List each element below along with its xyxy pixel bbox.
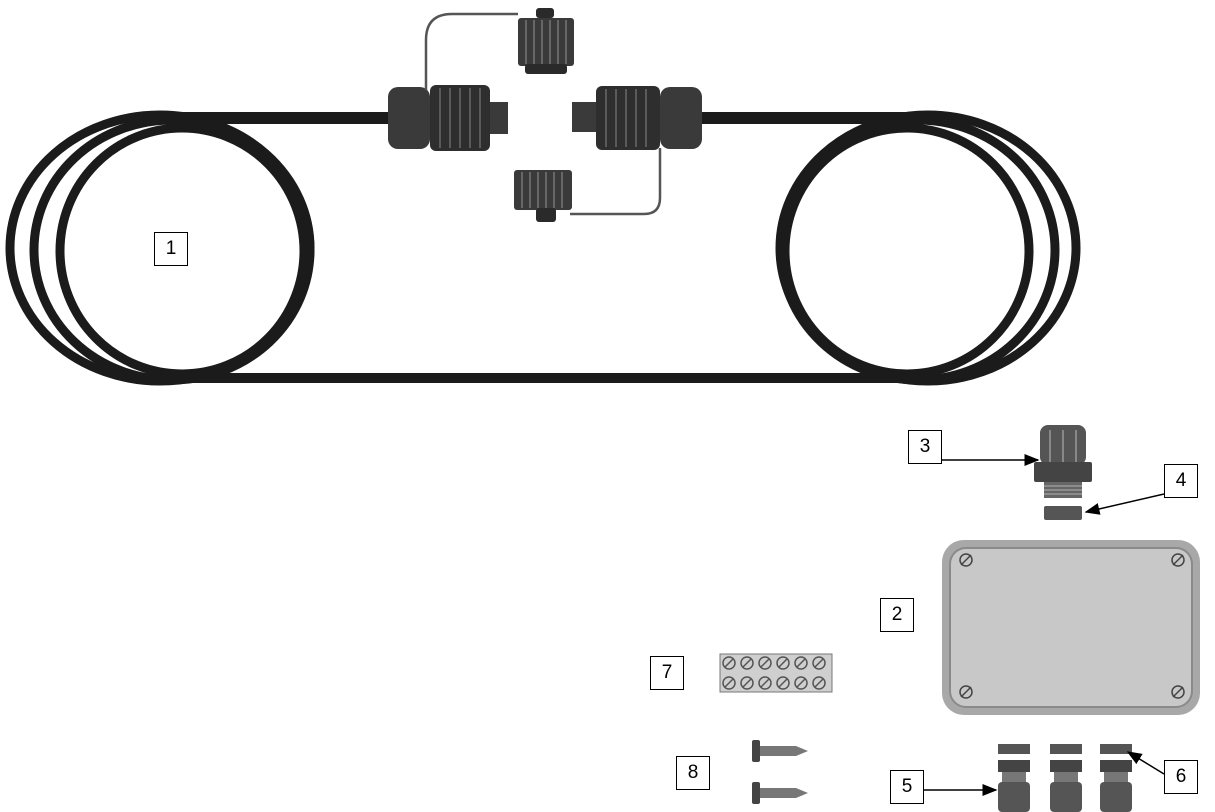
terminal-strip (719, 653, 833, 693)
connector-left-boot (388, 87, 430, 149)
terminal-screw (794, 676, 808, 690)
terminal-screw-slot (724, 658, 734, 668)
arrow-6 (1126, 751, 1165, 775)
cable-glands-small (998, 760, 1132, 812)
terminal-screw (758, 656, 772, 670)
cap-top (518, 8, 574, 74)
right-loop-inner (780, 123, 1034, 379)
connector-right (570, 86, 702, 216)
arrow-4 (1084, 493, 1165, 515)
terminal-screw-slot (778, 678, 788, 688)
callout-1: 1 (154, 232, 188, 266)
cap-bottom (514, 170, 572, 222)
terminal-screw (740, 656, 754, 670)
terminal-screw-slot (742, 678, 752, 688)
terminal-screw-slot (760, 658, 770, 668)
connector-left (388, 12, 518, 151)
connector-left-pin (490, 102, 508, 134)
junction-box (942, 540, 1200, 715)
terminal-screw (812, 676, 826, 690)
callout-3: 3 (908, 430, 942, 464)
gland-nut-large (1044, 506, 1082, 520)
terminal-screw (776, 656, 790, 670)
terminal-screw-slot (796, 658, 806, 668)
terminal-screw (722, 676, 736, 690)
terminal-screw (794, 656, 808, 670)
terminal-screw (776, 676, 790, 690)
callout-7: 7 (650, 656, 684, 690)
callout-5: 5 (890, 770, 924, 804)
box-screws (959, 553, 1185, 699)
terminal-screw (812, 656, 826, 670)
screws (752, 740, 808, 804)
terminal-screw-slot (724, 678, 734, 688)
cable-gland-large (1034, 425, 1092, 498)
terminal-screw-slot (814, 658, 824, 668)
lanyard-left (424, 12, 518, 90)
callout-arrows (924, 454, 1165, 796)
terminal-screw-slot (778, 658, 788, 668)
gland-nuts-small (998, 744, 1132, 754)
terminal-screw-slot (796, 678, 806, 688)
cable-coil (5, 110, 1081, 386)
callout-4: 4 (1164, 464, 1198, 498)
terminal-screw-slot (814, 678, 824, 688)
terminal-screw-slot (742, 658, 752, 668)
terminal-screw (722, 656, 736, 670)
terminal-screw (758, 676, 772, 690)
terminal-screw-slot (760, 678, 770, 688)
callout-8: 8 (676, 756, 710, 790)
terminal-screw (740, 676, 754, 690)
callout-6: 6 (1164, 760, 1198, 794)
callout-2: 2 (880, 598, 914, 632)
